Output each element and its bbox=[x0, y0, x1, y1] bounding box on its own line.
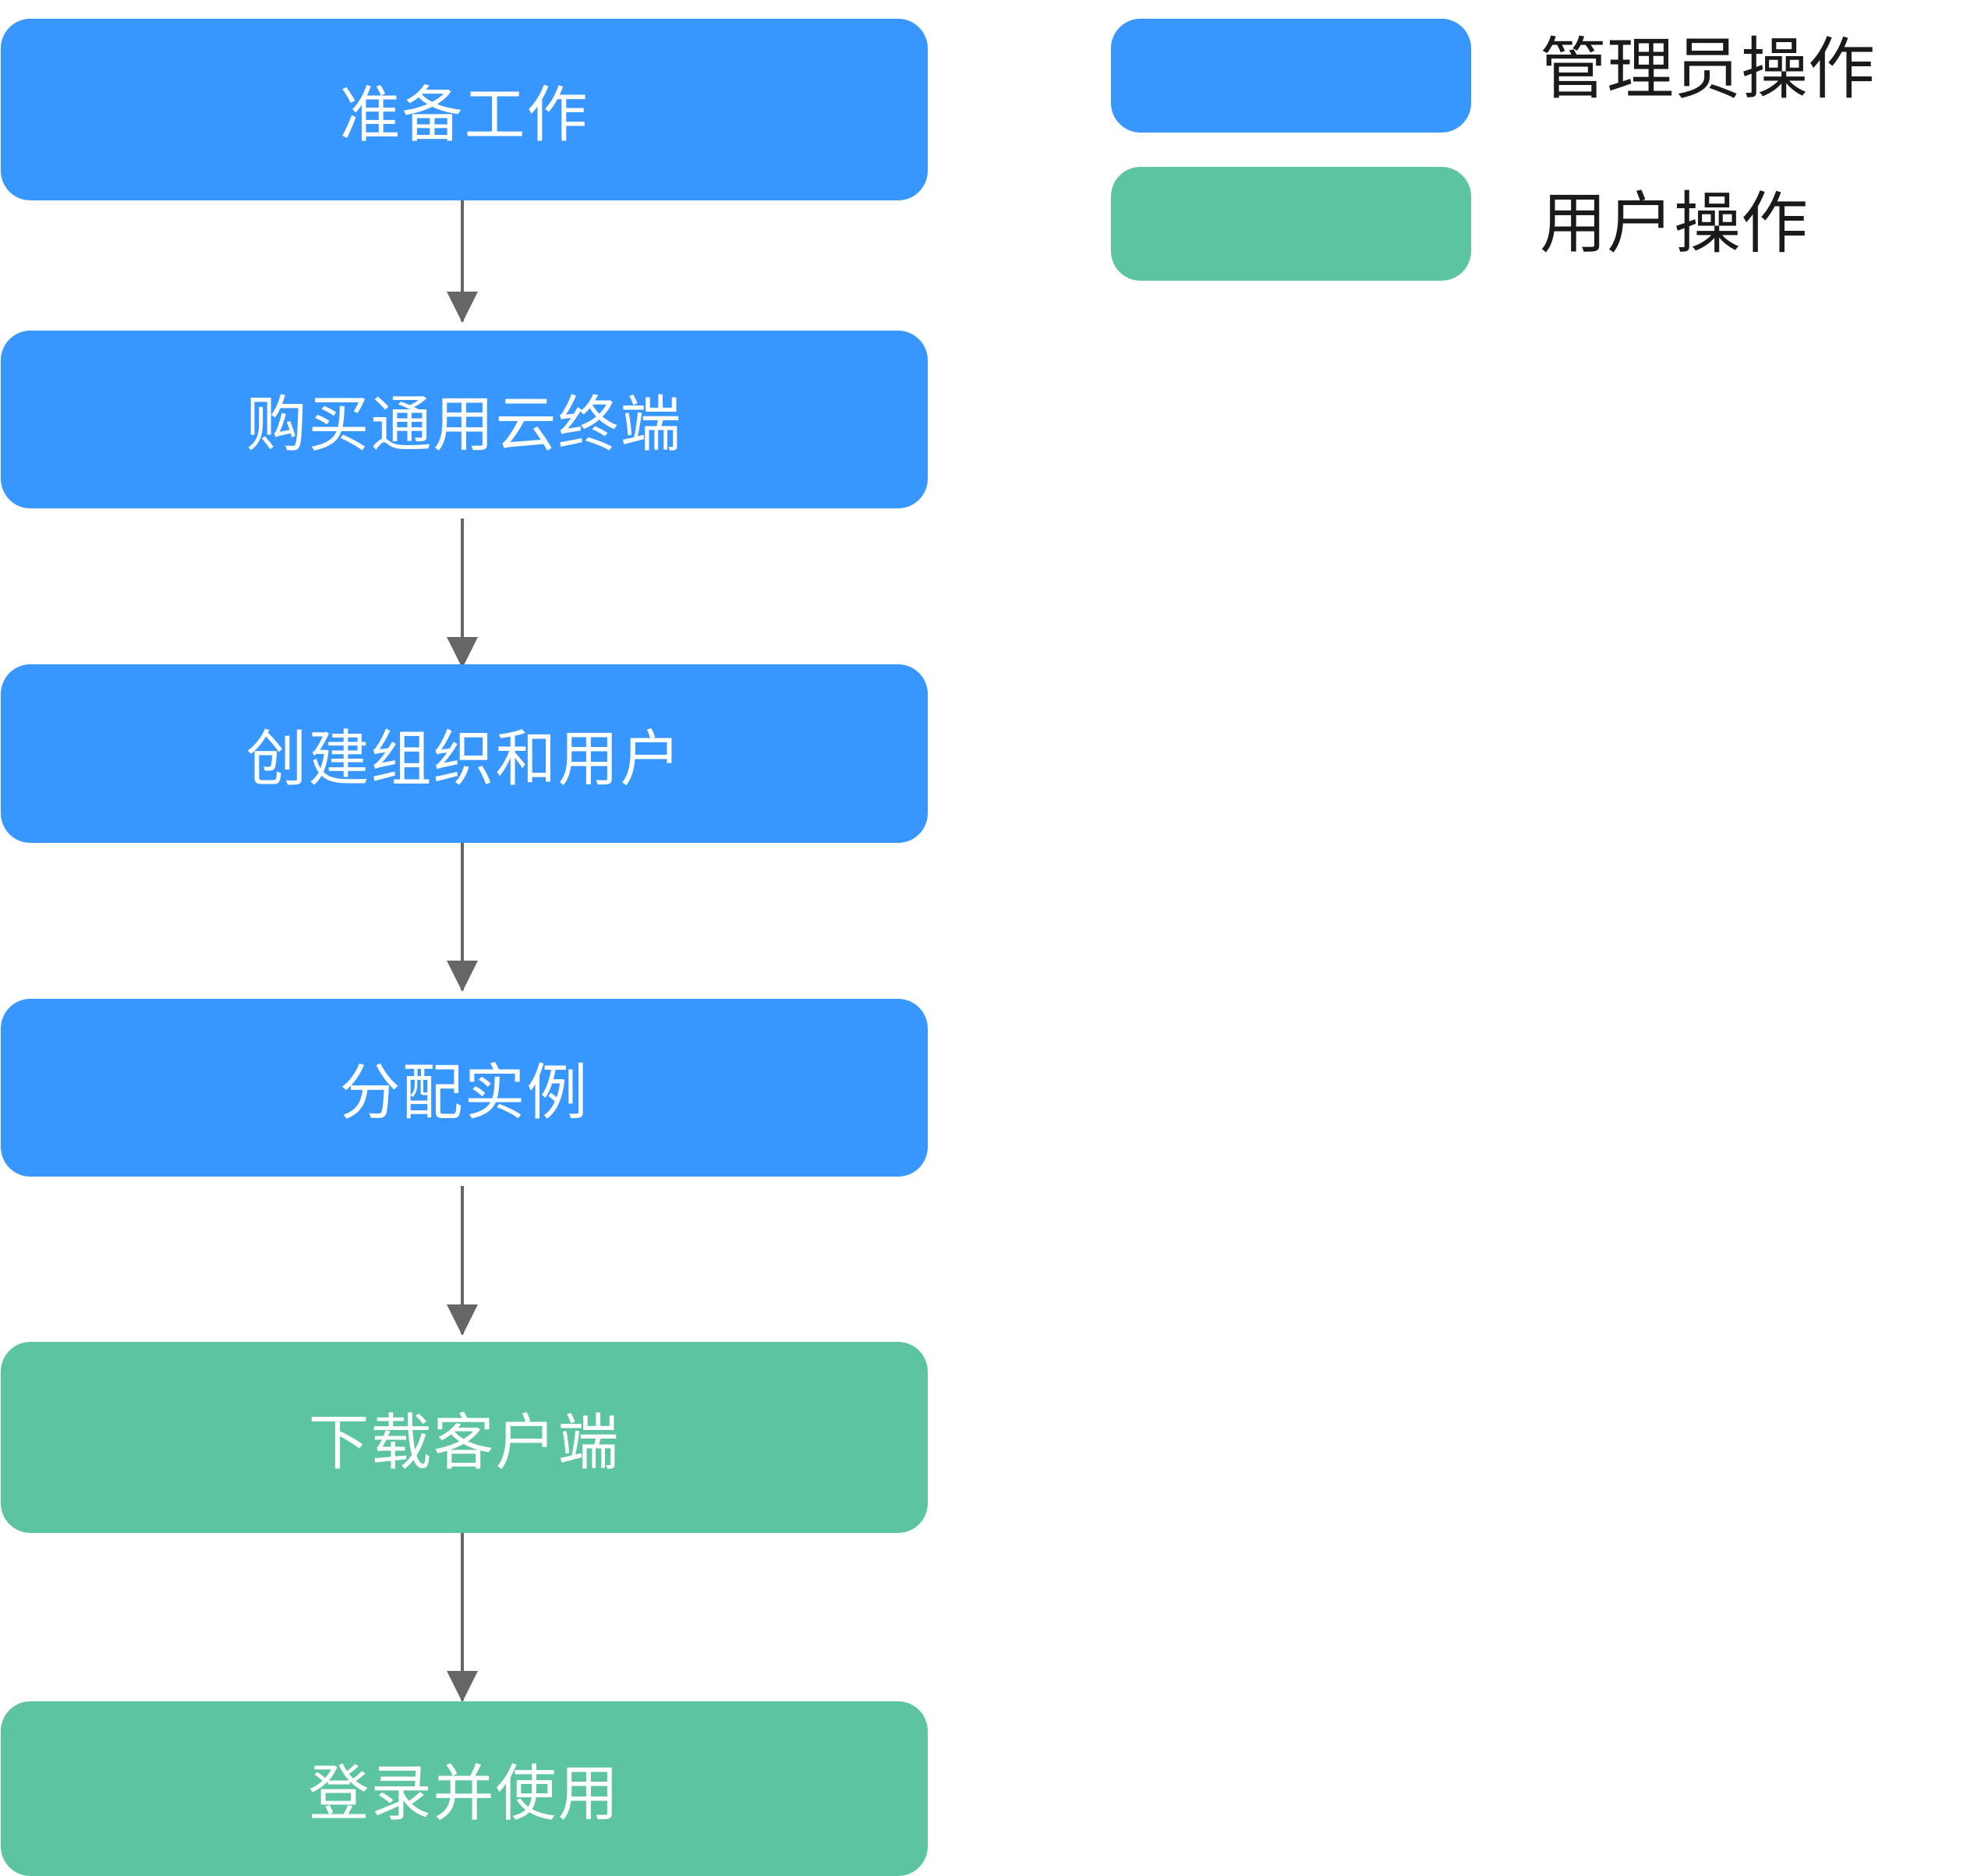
arrow-2-head bbox=[447, 637, 478, 668]
arrow-3-head bbox=[447, 961, 478, 992]
legend-admin-swatch bbox=[1111, 19, 1471, 133]
step-login-use: 登录并使用 bbox=[1, 1701, 928, 1876]
arrow-5 bbox=[447, 1533, 478, 1702]
arrow-4-head bbox=[447, 1304, 478, 1336]
step-create-org-label: 创建组织和用户 bbox=[246, 724, 683, 795]
arrow-5-head bbox=[447, 1671, 478, 1702]
step-download-client-label: 下载客户端 bbox=[308, 1407, 621, 1478]
arrow-4 bbox=[447, 1186, 478, 1336]
step-purchase-label: 购买通用云终端 bbox=[246, 390, 683, 460]
arrow-3 bbox=[447, 843, 478, 992]
step-prepare: 准备工作 bbox=[1, 19, 928, 200]
legend-user-label: 用户操作 bbox=[1540, 185, 1808, 263]
step-assign-instance: 分配实例 bbox=[1, 999, 928, 1177]
step-download-client: 下载客户端 bbox=[1, 1342, 928, 1533]
arrow-1 bbox=[447, 200, 478, 323]
step-assign-instance-label: 分配实例 bbox=[339, 1058, 589, 1128]
arrow-1-head bbox=[447, 292, 478, 323]
legend-admin-label: 管理员操作 bbox=[1540, 30, 1875, 108]
step-purchase: 购买通用云终端 bbox=[1, 331, 928, 508]
legend-user-swatch bbox=[1111, 167, 1471, 281]
arrow-2 bbox=[447, 519, 478, 668]
step-login-use-label: 登录并使用 bbox=[308, 1759, 621, 1829]
step-prepare-label: 准备工作 bbox=[339, 80, 589, 150]
step-create-org: 创建组织和用户 bbox=[1, 664, 928, 843]
